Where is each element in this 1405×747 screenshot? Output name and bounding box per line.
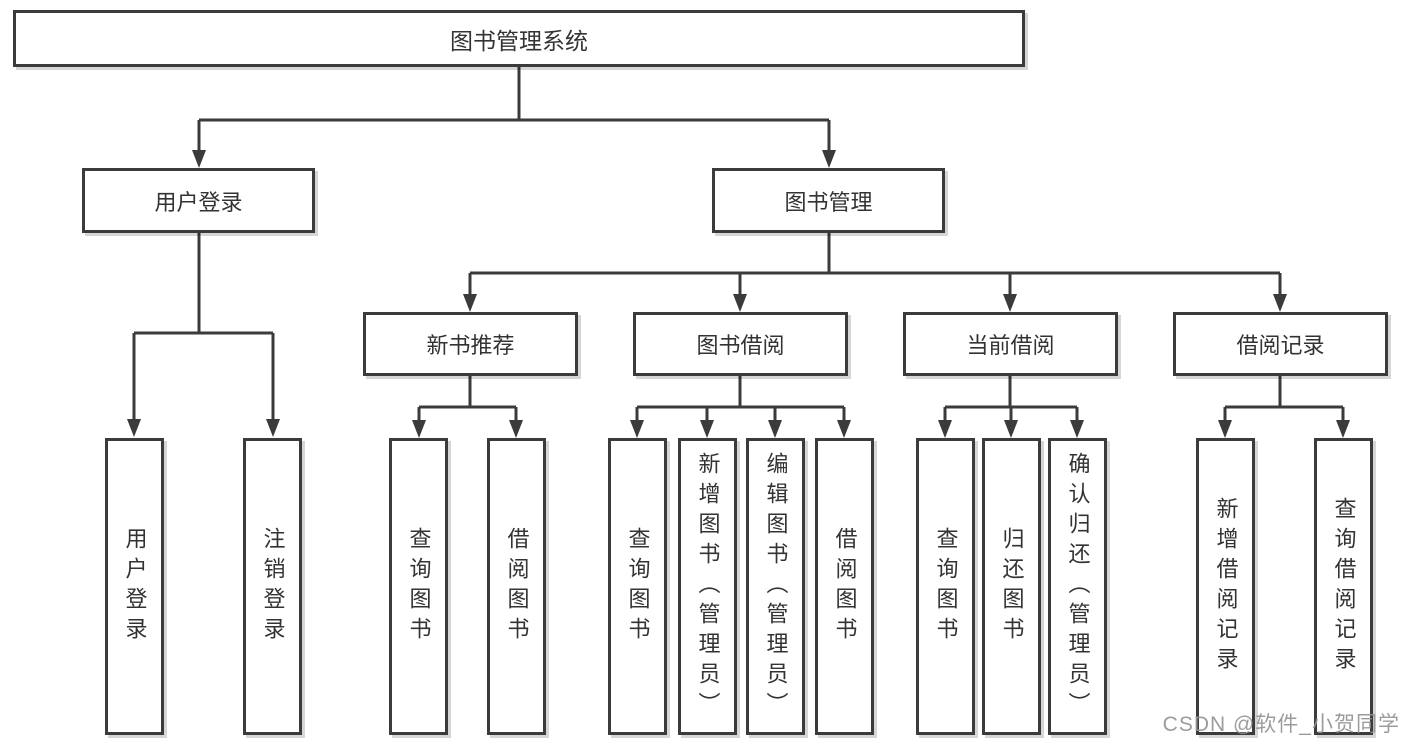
leaf-borrow-edit-book-admin: 编辑图书（管理员） (746, 438, 805, 735)
leaf-records-add-record: 新增借阅记录 (1196, 438, 1255, 735)
node-current-borrow: 当前借阅 (903, 312, 1118, 376)
node-user-login: 用户登录 (82, 168, 315, 233)
connector-root-to-level2 (192, 66, 836, 168)
node-root: 图书管理系统 (13, 10, 1025, 67)
connector-borrow-children (630, 375, 851, 438)
node-book-management: 图书管理 (712, 168, 945, 233)
watermark-text: CSDN @软件_小贺同学 (1162, 713, 1400, 736)
connector-records-children (1218, 375, 1350, 438)
node-book-borrow: 图书借阅 (633, 312, 848, 376)
leaf-logout: 注销登录 (243, 438, 302, 735)
connector-book-management-children (463, 232, 1287, 312)
leaf-borrow-add-book-admin: 新增图书（管理员） (678, 438, 737, 735)
leaf-user-login: 用户登录 (105, 438, 164, 735)
leaf-current-return-book: 归还图书 (982, 438, 1041, 735)
node-borrow-records: 借阅记录 (1173, 312, 1388, 376)
connector-user-login-children (127, 232, 280, 437)
node-new-book-recommend: 新书推荐 (363, 312, 578, 376)
leaf-recommend-borrow-book: 借阅图书 (487, 438, 546, 735)
leaf-records-query-record: 查询借阅记录 (1314, 438, 1373, 735)
connector-recommend-children (412, 375, 523, 438)
leaf-current-confirm-return-admin: 确认归还（管理员） (1048, 438, 1107, 735)
connector-current-children (938, 375, 1084, 438)
leaf-borrow-borrow-book: 借阅图书 (815, 438, 874, 735)
leaf-recommend-query-book: 查询图书 (389, 438, 448, 735)
leaf-current-query-book: 查询图书 (916, 438, 975, 735)
leaf-borrow-query-book: 查询图书 (608, 438, 667, 735)
